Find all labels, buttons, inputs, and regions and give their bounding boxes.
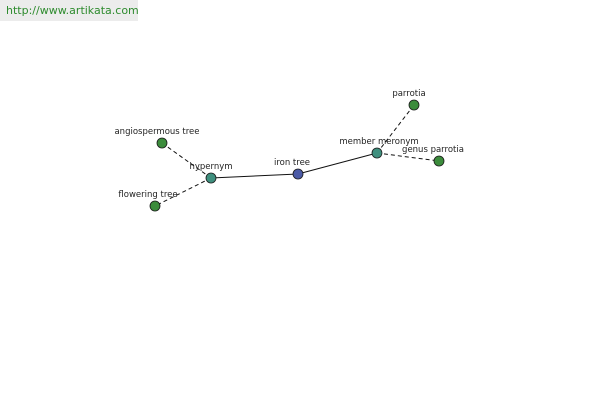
node-label-angiospermous-tree: angiospermous tree xyxy=(114,127,199,137)
node-member-meronym[interactable]: member meronym xyxy=(339,137,419,159)
node-circle-hypernym[interactable] xyxy=(205,172,217,184)
edge-member-meronym-to-parrotia xyxy=(376,104,415,154)
node-label-hypernym: hypernym xyxy=(189,162,232,172)
node-label-genus-parrotia: genus parrotia xyxy=(402,145,464,155)
node-label-member-meronym: member meronym xyxy=(339,137,418,147)
node-label-iron-tree: iron tree xyxy=(274,158,310,168)
edge-iron-tree-to-hypernym xyxy=(210,173,299,179)
node-hypernym[interactable]: hypernym xyxy=(189,162,233,184)
node-angiospermous-tree[interactable]: angiospermous tree xyxy=(114,127,200,149)
node-circle-angiospermous-tree[interactable] xyxy=(156,137,168,149)
site-link[interactable]: http://www.artikata.com xyxy=(6,4,139,17)
node-label-parrotia: parrotia xyxy=(392,89,425,99)
node-circle-genus-parrotia[interactable] xyxy=(433,155,445,167)
edge-hypernym-to-angiospermous-tree xyxy=(161,142,212,179)
node-circle-parrotia[interactable] xyxy=(408,99,420,111)
url-banner: http://www.artikata.com xyxy=(0,0,139,21)
edge-iron-tree-to-member-meronym xyxy=(297,152,378,175)
node-iron-tree[interactable]: iron tree xyxy=(274,158,310,180)
edge-hypernym-to-flowering-tree xyxy=(154,177,212,207)
edge-member-meronym-to-genus-parrotia xyxy=(376,152,440,162)
nodes-layer: iron tree hypernym member meronym angiosper… xyxy=(114,89,464,212)
node-parrotia[interactable]: parrotia xyxy=(392,89,426,111)
node-circle-flowering-tree[interactable] xyxy=(149,200,161,212)
node-genus-parrotia[interactable]: genus parrotia xyxy=(402,145,464,167)
node-label-flowering-tree: flowering tree xyxy=(118,190,177,200)
node-circle-member-meronym[interactable] xyxy=(371,147,383,159)
node-flowering-tree[interactable]: flowering tree xyxy=(118,190,178,212)
edges-layer xyxy=(154,104,440,207)
node-circle-iron-tree[interactable] xyxy=(292,168,304,180)
